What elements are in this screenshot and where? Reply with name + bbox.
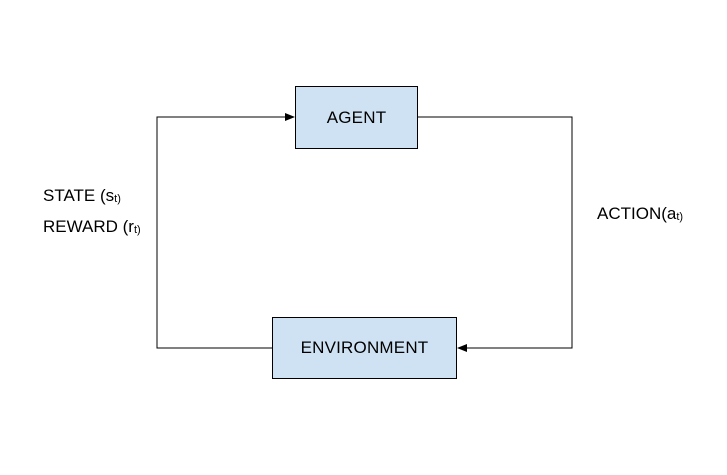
agent-node: AGENT	[295, 86, 418, 149]
action-connector	[418, 116, 573, 352]
agent-node-label: AGENT	[326, 107, 387, 127]
reward-label-subscript: t)	[133, 224, 141, 236]
action-label: ACTION(at)	[597, 204, 683, 227]
environment-node-label: ENVIRONMENT	[300, 338, 429, 357]
environment-node: ENVIRONMENT	[272, 317, 457, 379]
state-label-text: STATE (s	[43, 186, 115, 205]
state-label-subscript: t)	[114, 193, 121, 205]
state-reward-connector	[156, 113, 295, 349]
reward-label-text: REWARD (r	[43, 217, 134, 236]
action-label-subscript: t)	[676, 211, 684, 223]
reward-label: REWARD (rt)	[43, 217, 141, 240]
state-label: STATE (st)	[43, 186, 121, 209]
action-label-text: ACTION(a	[597, 204, 677, 223]
